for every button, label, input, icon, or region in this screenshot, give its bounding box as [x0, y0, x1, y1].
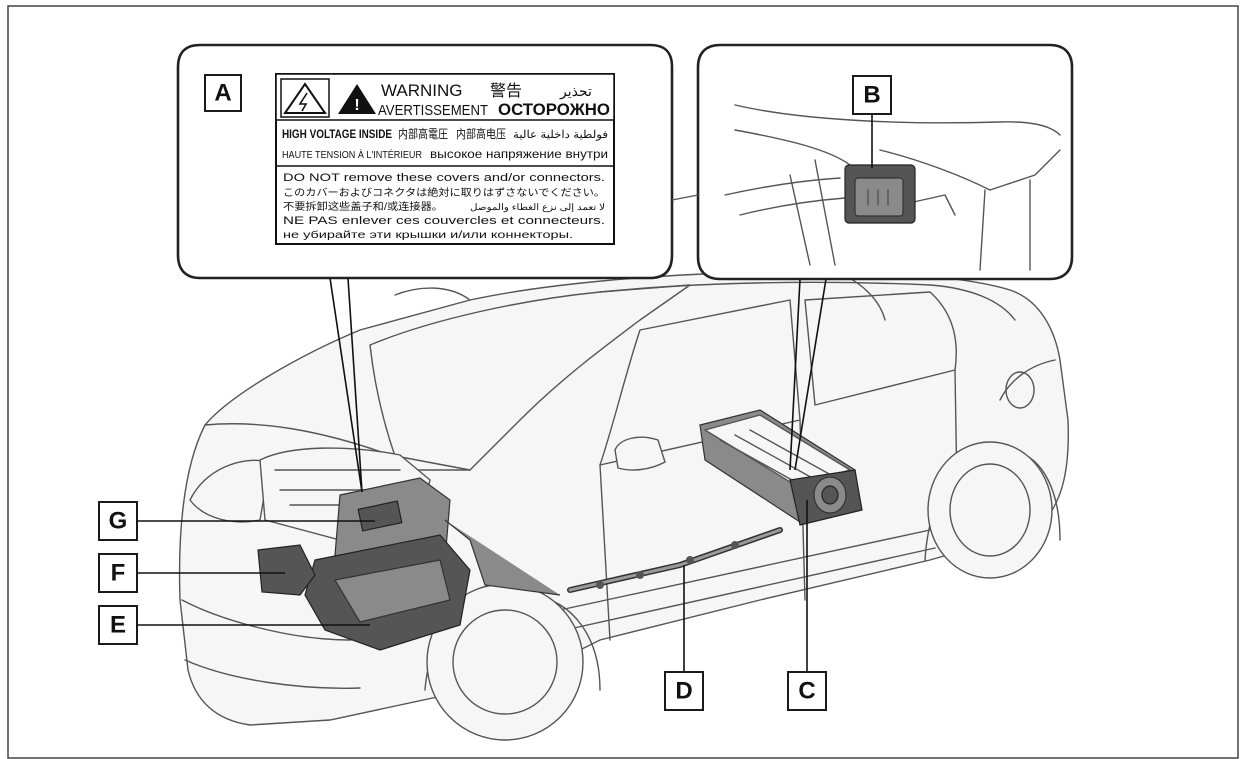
label-g-group: G	[98, 501, 375, 541]
diagram-border	[7, 5, 1239, 759]
label-d-group: D	[664, 565, 704, 711]
label-f-box	[98, 553, 138, 593]
hv-text-ru: высокое напряжение внутри	[430, 147, 608, 161]
label-f-group: F	[98, 553, 285, 593]
label-c-group: C	[787, 500, 827, 711]
label-a-box	[204, 74, 242, 112]
warning-label-plate: ! WARNING 警告 تحذير AVERTISSEMENT ОСТОРОЖ…	[275, 73, 615, 245]
label-c-box	[787, 671, 827, 711]
instruction-line-ja: このカバーおよびコネクタは絶対に取りはずさないでください。	[283, 186, 605, 199]
label-f: F	[111, 560, 126, 587]
label-d: D	[675, 678, 692, 705]
hv-text-ja: 内部高電圧	[398, 126, 448, 141]
warning-triangle-icon	[338, 84, 376, 114]
warning-header-ar: تحذير	[559, 83, 592, 100]
high-voltage-icon	[283, 82, 327, 114]
hybrid-battery	[699, 409, 863, 526]
label-c: C	[798, 678, 815, 705]
instruction-line-ar: لا تعمد إلى نزع الغطاء والموصل	[470, 202, 605, 213]
hv-text-fr: HAUTE TENSION À L'INTÉRIEUR	[282, 148, 422, 161]
label-b-box	[852, 75, 892, 115]
label-a: A	[214, 80, 231, 107]
label-b: B	[863, 82, 880, 109]
warning-header-en: WARNING	[381, 81, 463, 100]
hv-text-zh: 内部高电压	[456, 126, 506, 141]
warning-header-zh: 警告	[490, 82, 522, 100]
label-g-box	[98, 501, 138, 541]
callout-b-service-plug: B	[671, 43, 1074, 471]
warning-header-fr: AVERTISSEMENT	[378, 102, 488, 119]
svg-text:!: !	[354, 97, 359, 114]
label-d-box	[664, 671, 704, 711]
instruction-line-ru: не убирайте эти крышки и/или коннекторы.	[283, 229, 573, 241]
hv-text-en: HIGH VOLTAGE INSIDE	[282, 127, 392, 141]
label-e: E	[110, 612, 126, 639]
instruction-line-en: DO NOT remove these covers and/or connec…	[283, 172, 605, 184]
callout-a-warning-label: A ! WARNING 警告 تحذير AVERTISSEMENT ОСТОР…	[176, 43, 674, 493]
instruction-line-zh: 不要拆卸这些盖子和/或连接器。	[283, 200, 443, 213]
instruction-line-fr: NE PAS enlever ces couvercles et connect…	[283, 215, 605, 227]
power-cable	[567, 527, 783, 593]
label-e-group: E	[98, 605, 370, 645]
label-g: G	[109, 508, 128, 535]
ac-compressor	[257, 544, 316, 596]
engine-bay-components	[257, 447, 561, 651]
hv-text-ar: فولطية داخلية عالية	[513, 129, 608, 141]
label-e-box	[98, 605, 138, 645]
warning-header-ru: ОСТОРОЖНО	[498, 100, 610, 119]
